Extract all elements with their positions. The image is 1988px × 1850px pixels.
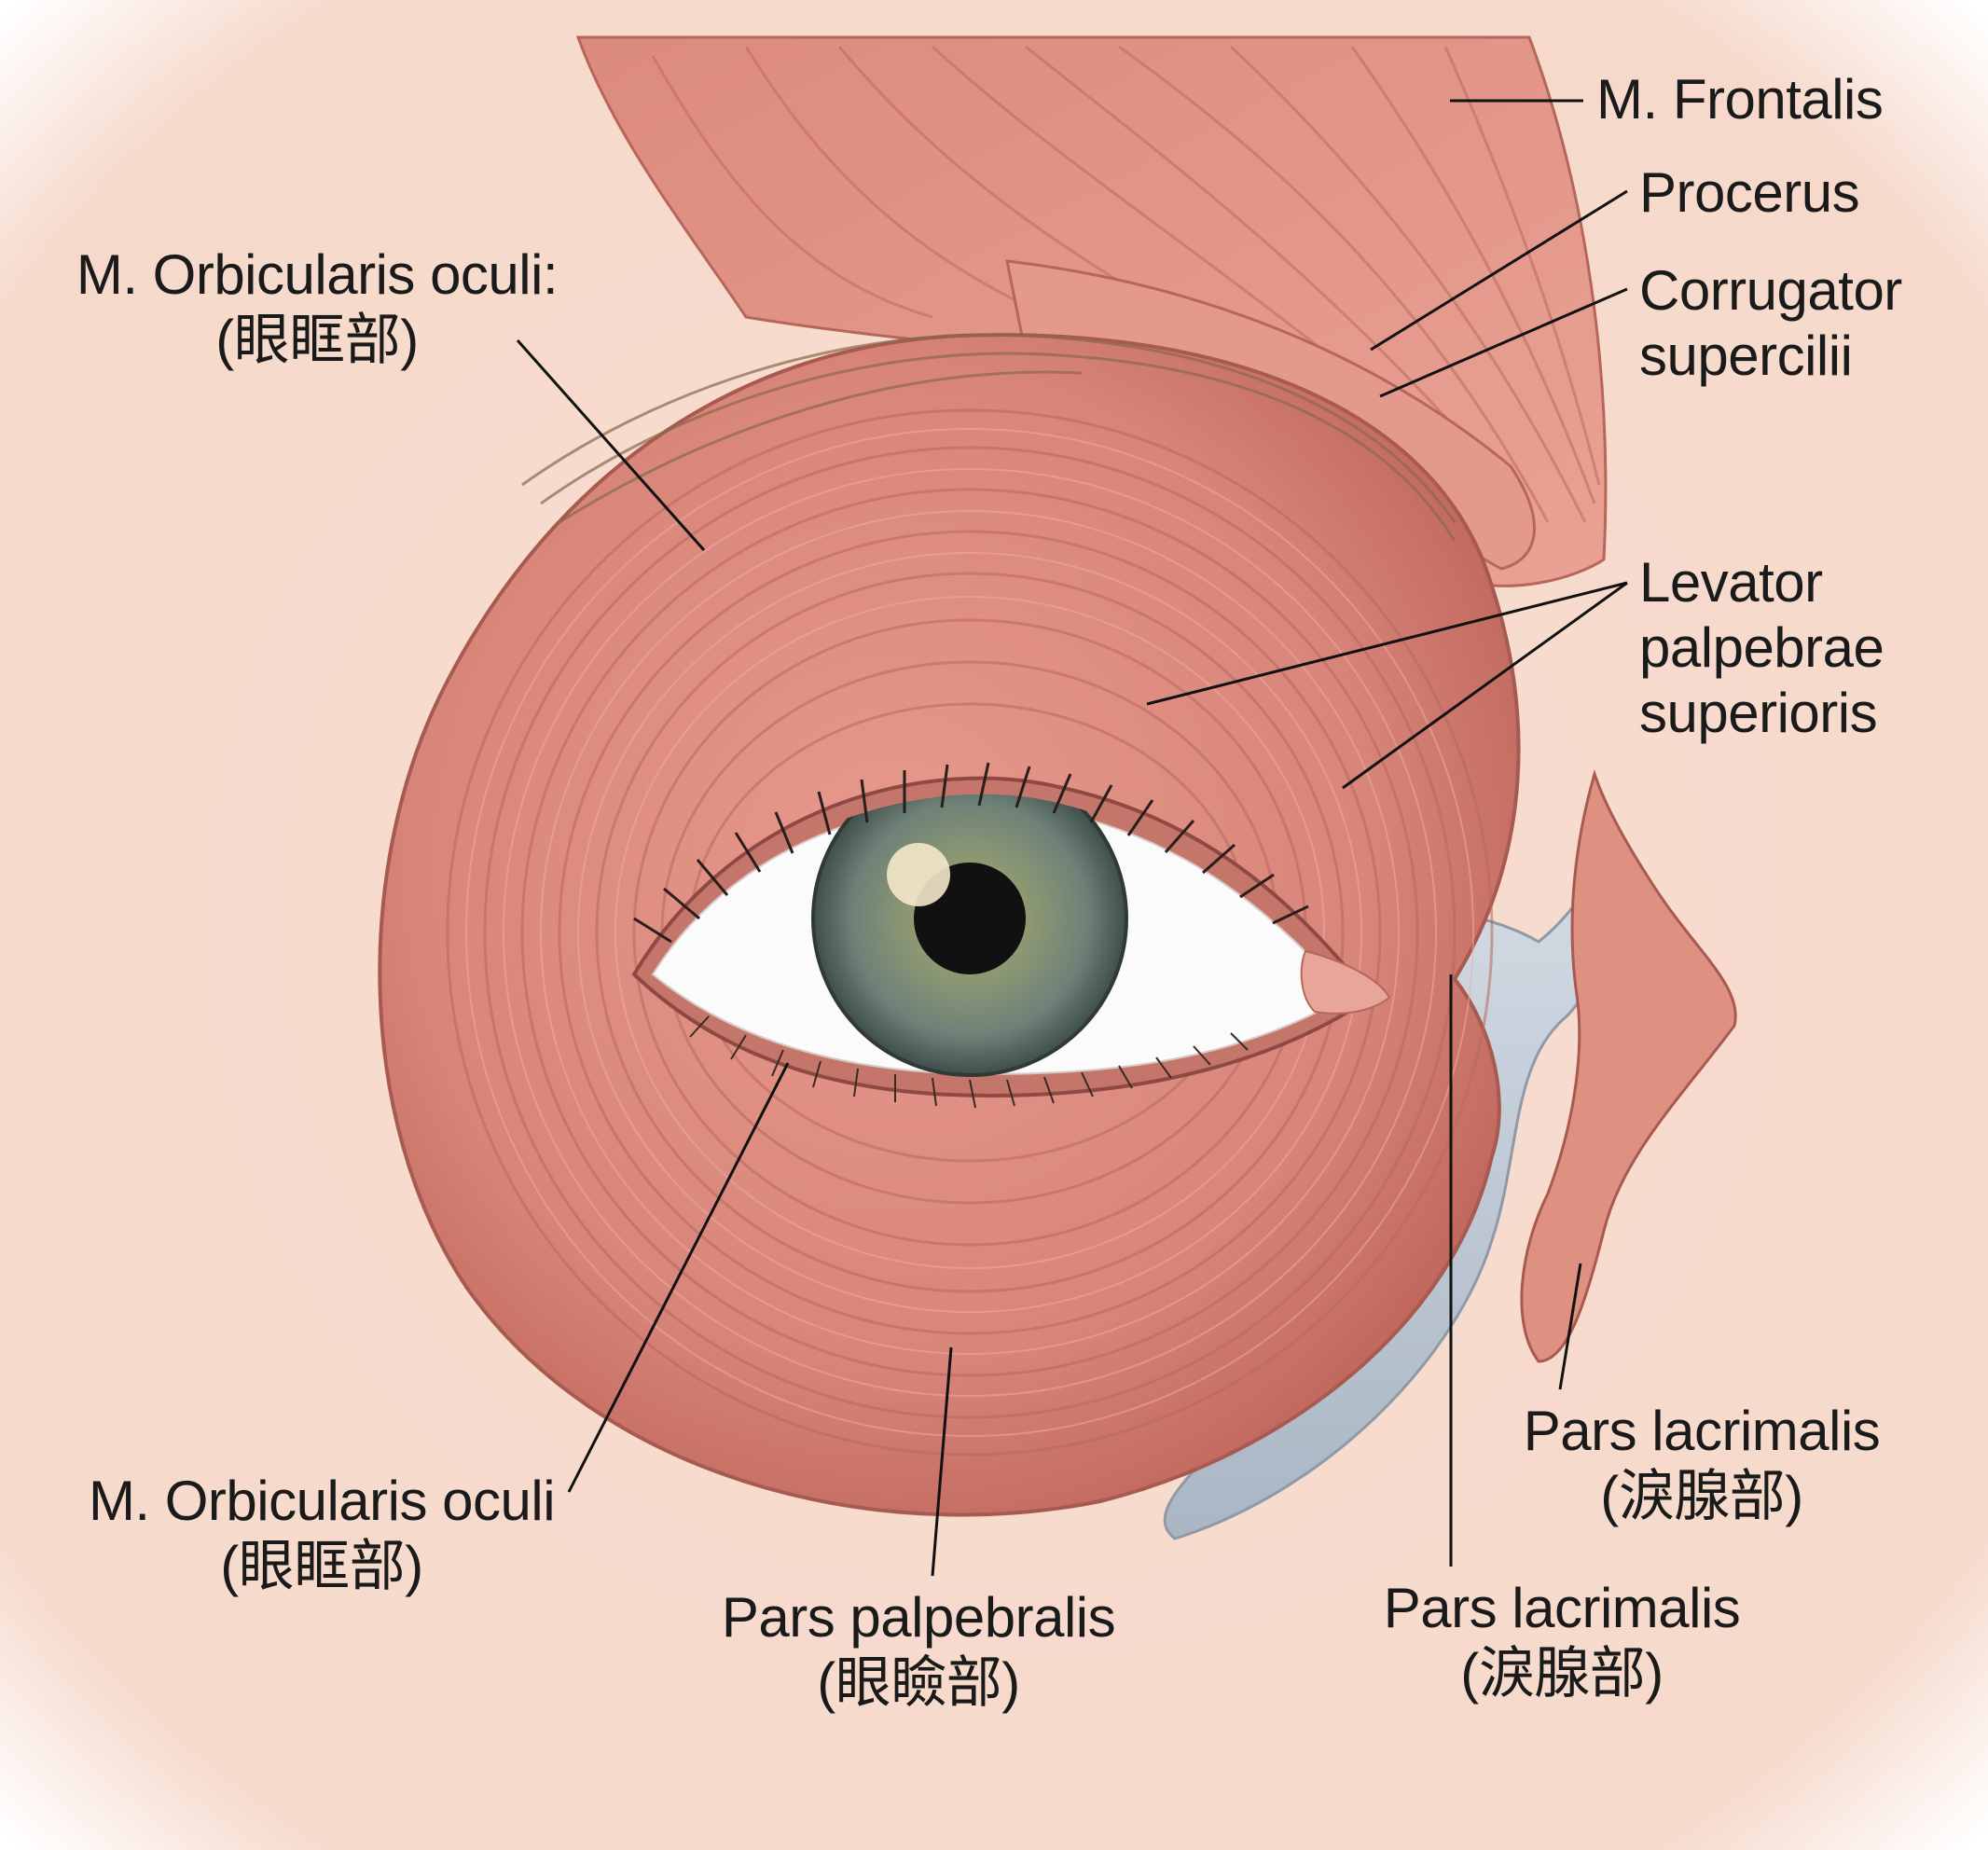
label-orbicularis-lower: M. Orbicularis oculi (眼眶部) — [75, 1469, 569, 1599]
upper-eyelashes — [633, 762, 1309, 944]
eye-highlight — [887, 843, 950, 906]
leader-levator-1 — [1146, 581, 1628, 706]
label-orbicularis-upper-line1: M. Orbicularis oculi: — [76, 243, 559, 306]
leader-orbicularis-lower — [567, 1062, 790, 1493]
label-levator-line1: Levator — [1639, 551, 1823, 614]
leader-corrugator — [1379, 287, 1628, 398]
label-pars-lacrimalis-center: Pars lacrimalis (淚腺部) — [1366, 1576, 1758, 1706]
label-levator-line3: superioris — [1639, 682, 1878, 744]
label-pars-lacrimalis-right-line2: (淚腺部) — [1600, 1465, 1803, 1527]
label-frontalis: M. Frontalis — [1596, 67, 1884, 132]
label-pars-palpebralis-line1: Pars palpebralis — [721, 1586, 1116, 1649]
eyebrow — [521, 333, 1456, 542]
leader-pars-palpebralis — [931, 1346, 953, 1577]
lower-eyelashes — [689, 1015, 1249, 1109]
label-orbicularis-lower-line2: (眼眶部) — [220, 1535, 423, 1597]
label-frontalis-text: M. Frontalis — [1596, 68, 1884, 131]
label-pars-lacrimalis-center-line1: Pars lacrimalis — [1383, 1577, 1741, 1639]
leader-levator-2 — [1342, 581, 1628, 790]
leader-orbicularis-upper — [516, 339, 706, 551]
label-levator-line2: palpebrae — [1639, 616, 1884, 679]
label-orbicularis-upper-line2: (眼眶部) — [215, 309, 419, 371]
leader-pars-lacrimalis-right — [1558, 1263, 1582, 1390]
label-corrugator-line1: Corrugator — [1639, 259, 1902, 322]
label-orbicularis-upper: M. Orbicularis oculi: (眼眶部) — [65, 242, 569, 373]
label-pars-lacrimalis-center-line2: (淚腺部) — [1460, 1642, 1664, 1705]
caruncle — [1300, 949, 1391, 1015]
label-levator: Levator palpebrae superioris — [1639, 550, 1884, 746]
label-pars-palpebralis: Pars palpebralis (眼瞼部) — [709, 1585, 1128, 1716]
label-procerus-text: Procerus — [1639, 161, 1860, 224]
label-corrugator: Corrugator supercilii — [1639, 258, 1902, 389]
label-pars-palpebralis-line2: (眼瞼部) — [817, 1651, 1020, 1714]
label-corrugator-line2: supercilii — [1639, 324, 1853, 387]
leader-procerus — [1370, 189, 1628, 352]
label-procerus: Procerus — [1639, 160, 1860, 226]
label-pars-lacrimalis-right: Pars lacrimalis (淚腺部) — [1506, 1399, 1898, 1529]
label-pars-lacrimalis-right-line1: Pars lacrimalis — [1523, 1400, 1881, 1462]
label-orbicularis-lower-line1: M. Orbicularis oculi — [88, 1470, 556, 1532]
